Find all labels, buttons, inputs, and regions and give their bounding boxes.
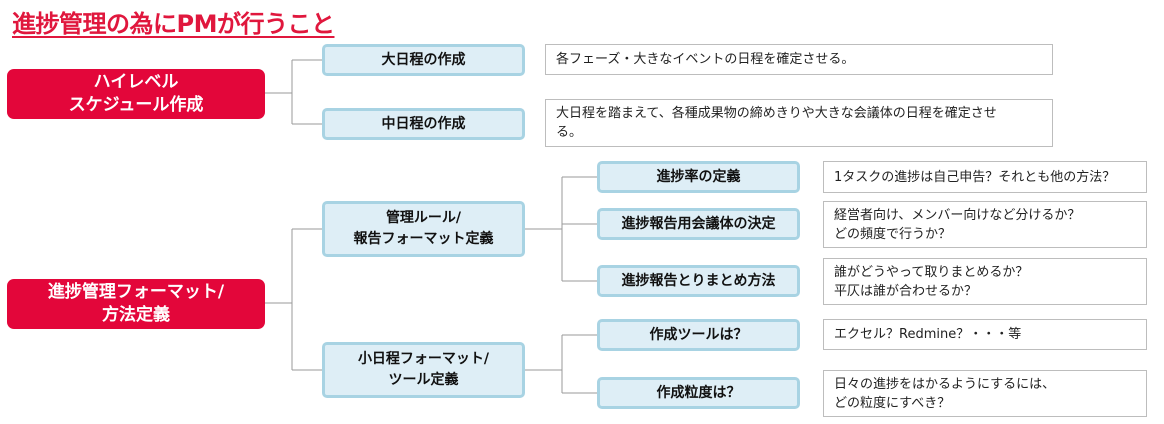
- desc-progress-rate: 1タスクの進捗は自己申告？それとも他の方法？: [823, 161, 1147, 193]
- root-progress-format: 進捗管理フォーマット/ 方法定義: [7, 279, 265, 329]
- node-granularity: 作成粒度は？: [597, 377, 800, 409]
- desc-master-schedule: 各フェーズ・大きなイベントの日程を確定させる。: [545, 44, 1053, 75]
- node-mid-schedule: 中日程の作成: [322, 108, 525, 140]
- node-detail-schedule-format: 小日程フォーマット/ ツール定義: [322, 342, 525, 398]
- connector-root1: [265, 59, 322, 125]
- desc-creation-tool: エクセル？Redmine？・・・等: [823, 319, 1147, 350]
- page-title: 進捗管理の為にPMが行うこと: [12, 10, 335, 38]
- desc-mid-schedule: 大日程を踏まえて、各種成果物の締めきりや大きな会議体の日程を確定させ る。: [545, 99, 1053, 147]
- root-high-level-schedule: ハイレベル スケジュール作成: [7, 69, 265, 119]
- node-master-schedule: 大日程の作成: [322, 44, 525, 76]
- connector-schedule: [525, 334, 597, 394]
- node-progress-rate: 進捗率の定義: [597, 161, 800, 193]
- connector-root2: [265, 228, 322, 371]
- node-creation-tool: 作成ツールは？: [597, 319, 800, 351]
- node-report-meeting: 進捗報告用会議体の決定: [597, 208, 800, 240]
- node-report-compile: 進捗報告とりまとめ方法: [597, 265, 800, 297]
- connector-rules: [525, 176, 597, 282]
- desc-report-compile: 誰がどうやって取りまとめるか？ 平仄は誰が合わせるか？: [823, 258, 1147, 305]
- desc-report-meeting: 経営者向け、メンバー向けなど分けるか？ どの頻度で行うか？: [823, 201, 1147, 248]
- node-management-rules: 管理ルール/ 報告フォーマット定義: [322, 201, 525, 257]
- desc-granularity: 日々の進捗をはかるようにするには、 どの粒度にすべき？: [823, 370, 1147, 417]
